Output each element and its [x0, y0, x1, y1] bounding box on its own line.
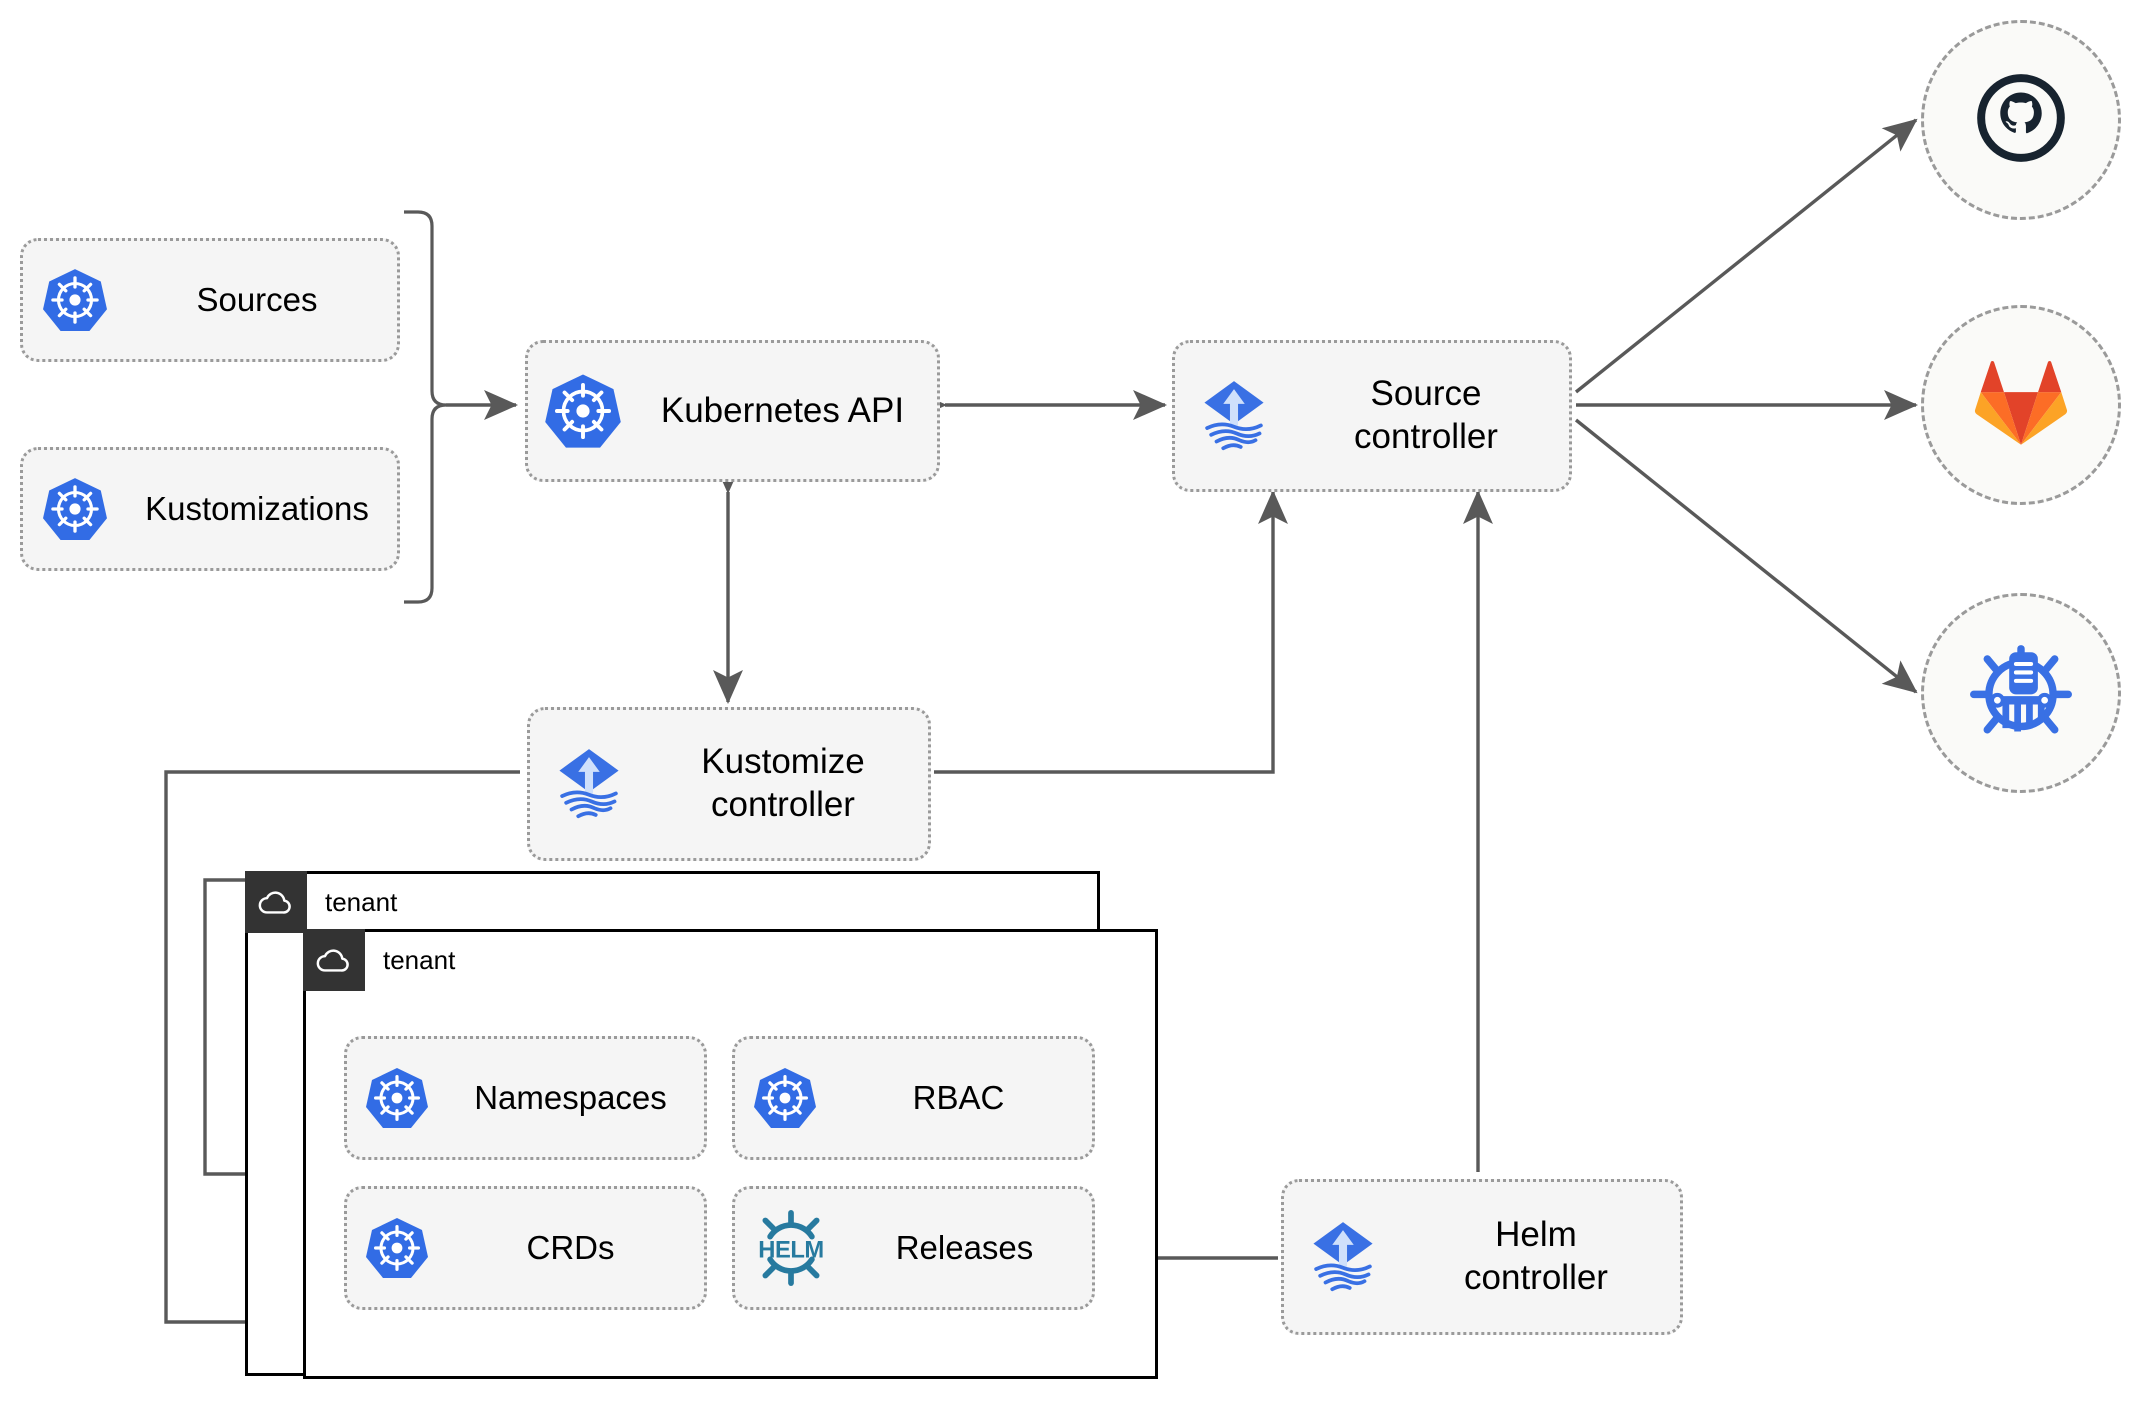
node-label: Helm controller: [1464, 1215, 1608, 1297]
kubernetes-icon: [23, 476, 127, 542]
node-kustomizations[interactable]: Kustomizations: [20, 447, 400, 571]
repo-gitlab[interactable]: [1921, 305, 2121, 505]
node-namespaces[interactable]: Namespaces: [344, 1036, 707, 1160]
node-label: Sources: [196, 280, 318, 318]
node-label: Kustomize controller: [701, 742, 865, 824]
github-icon: [1970, 67, 2072, 174]
node-source-controller[interactable]: Source controller: [1172, 340, 1572, 492]
node-label: Kubernetes API: [660, 390, 905, 430]
tenant-header: tenant: [303, 929, 455, 991]
flux-icon: [1175, 373, 1293, 459]
tenant-label: tenant: [325, 886, 398, 917]
node-releases[interactable]: HELM Releases: [732, 1186, 1095, 1310]
node-helm-controller[interactable]: Helm controller: [1281, 1179, 1683, 1335]
kubernetes-icon: [735, 1066, 835, 1130]
helm-icon: HELM: [735, 1210, 847, 1286]
kubernetes-icon: [347, 1216, 447, 1280]
node-rbac[interactable]: RBAC: [732, 1036, 1095, 1160]
node-kustomize-controller[interactable]: Kustomize controller: [527, 707, 931, 861]
tenant-container-front[interactable]: tenant: [303, 929, 1158, 1379]
flux-icon: [1284, 1214, 1402, 1300]
repo-helm-chart-repository[interactable]: [1921, 593, 2121, 793]
kubernetes-icon: [528, 372, 638, 450]
helm-chart-repository-icon: [1967, 637, 2075, 750]
node-crds[interactable]: CRDs: [344, 1186, 707, 1310]
node-label: Releases: [895, 1228, 1034, 1266]
kubernetes-icon: [347, 1066, 447, 1130]
node-label: Namespaces: [474, 1078, 667, 1116]
node-label: Source controller: [1354, 374, 1498, 456]
svg-text:HELM: HELM: [758, 1237, 823, 1264]
flux-icon: [530, 741, 648, 827]
node-label: Kustomizations: [145, 489, 369, 527]
cloud-icon: [245, 871, 307, 933]
gitlab-icon: [1971, 355, 2071, 456]
node-kubernetes-api[interactable]: Kubernetes API: [525, 340, 940, 482]
node-label: CRDs: [526, 1228, 615, 1266]
tenant-header: tenant: [245, 871, 397, 933]
kubernetes-icon: [23, 267, 127, 333]
node-sources[interactable]: Sources: [20, 238, 400, 362]
tenant-label: tenant: [383, 944, 456, 975]
repo-github[interactable]: [1921, 20, 2121, 220]
cloud-icon: [303, 929, 365, 991]
node-label: RBAC: [912, 1078, 1005, 1116]
